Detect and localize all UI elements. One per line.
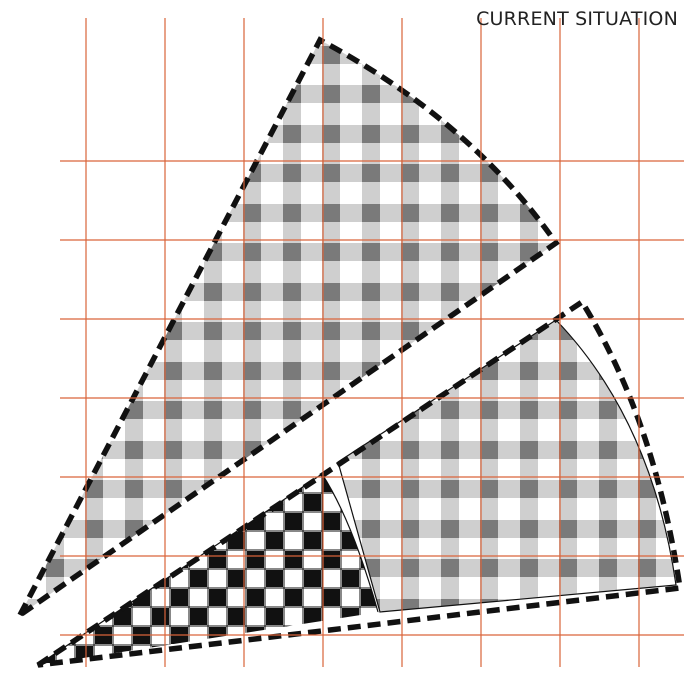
large-wedge bbox=[17, 36, 560, 618]
lower-region-outline bbox=[36, 298, 684, 668]
grid-overlay bbox=[60, 18, 684, 667]
lower-wedge bbox=[37, 473, 380, 666]
diagram-title: CURRENT SITUATION bbox=[476, 8, 678, 30]
right-wedge bbox=[337, 319, 677, 613]
